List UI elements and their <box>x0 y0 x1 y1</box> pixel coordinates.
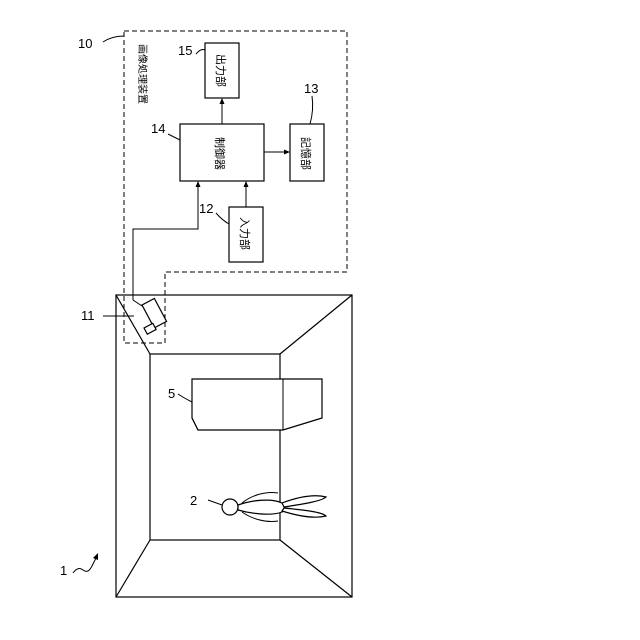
controller-ref-label: 14 <box>151 121 165 136</box>
camera-lens <box>144 323 156 334</box>
leader-storage <box>310 96 313 124</box>
leader-input <box>216 213 229 224</box>
person-leg-upper <box>282 496 326 507</box>
arrow-camera-to-controller <box>196 181 201 187</box>
leader-output <box>196 50 205 55</box>
arrow-to-storage <box>284 150 290 155</box>
camera-device <box>133 298 167 334</box>
arrow-system <box>93 553 98 560</box>
input-ref-label: 12 <box>199 201 213 216</box>
output-label: 出力部 <box>214 54 228 87</box>
system-ref-label: 1 <box>60 563 67 578</box>
leader-controller <box>168 134 180 140</box>
arrow-input-to-controller <box>244 181 249 187</box>
camera-mount <box>133 300 142 306</box>
object-ref-label: 5 <box>168 386 175 401</box>
object-box <box>192 379 322 430</box>
person-ref-label: 2 <box>190 493 197 508</box>
arrow-to-output <box>220 98 225 104</box>
controller-label: 制御器 <box>213 137 227 170</box>
leader-apparatus <box>103 36 124 42</box>
object-outline <box>192 379 322 430</box>
leader-person <box>208 500 222 505</box>
room-edge-top-right <box>280 295 352 354</box>
person-torso <box>238 500 285 514</box>
input-label: 入力部 <box>238 217 252 250</box>
person-figure <box>222 492 326 521</box>
apparatus-ref-label: 10 <box>78 36 92 51</box>
room-edge-bottom-left <box>116 540 150 597</box>
storage-label: 記憶部 <box>299 137 313 170</box>
camera-body <box>142 298 167 328</box>
person-leg-lower <box>282 508 326 517</box>
output-ref-label: 15 <box>178 43 192 58</box>
person-head <box>222 499 238 515</box>
room-edge-bottom-right <box>280 540 352 597</box>
leader-system <box>73 558 96 573</box>
room-outer-wall <box>116 295 352 597</box>
storage-ref-label: 13 <box>304 81 318 96</box>
camera-ref-label: 11 <box>81 308 95 323</box>
apparatus-label: 画像処理装置 <box>136 44 149 104</box>
leader-object <box>178 394 192 402</box>
room <box>116 295 352 597</box>
